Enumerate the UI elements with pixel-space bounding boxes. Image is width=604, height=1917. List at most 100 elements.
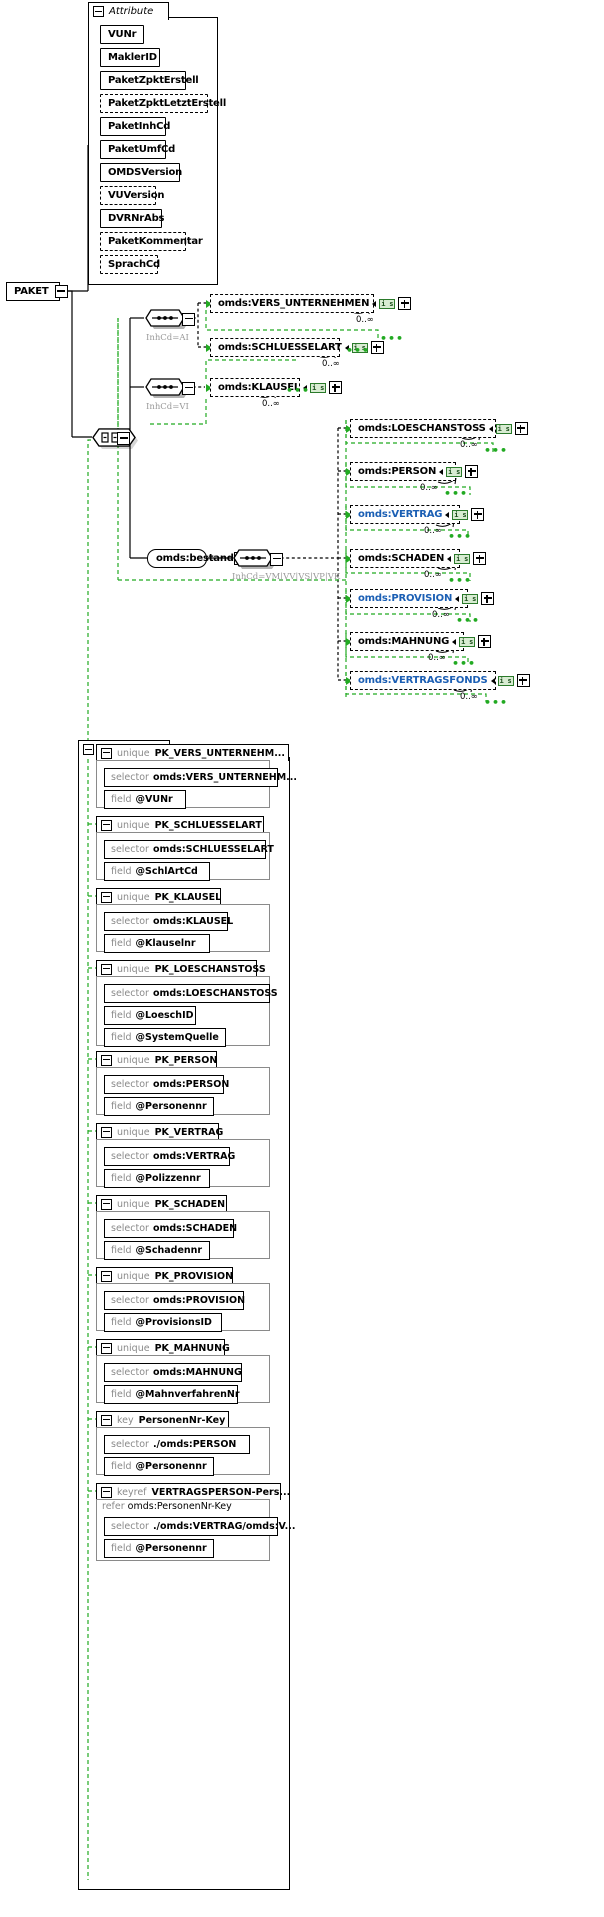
constraint-name: PK_VERS_UNTERNEHM... <box>154 747 286 759</box>
expand-icon[interactable] <box>481 592 495 605</box>
collapse-icon[interactable] <box>101 1342 112 1354</box>
expand-icon[interactable] <box>471 508 485 521</box>
occurrence-label: 0..∞ <box>424 526 442 536</box>
constraint-field[interactable]: field@MahnverfahrenNr <box>104 1385 240 1406</box>
constraint-selector[interactable]: selector./omds:VERTRAG/omds:V... <box>104 1517 296 1538</box>
element-ref-vers-unternehmen[interactable]: omds:VERS_UNTERNEHMEN i s <box>210 294 412 315</box>
constraint-field-2[interactable]: field@SystemQuelle <box>104 1028 228 1049</box>
attribute-omdsversion[interactable]: OMDSVersion <box>100 163 182 184</box>
constraint-field[interactable]: field@SchlArtCd <box>104 862 212 883</box>
constraint-kind: unique <box>117 819 150 831</box>
collapse-icon[interactable] <box>101 1126 112 1138</box>
element-ref-schluesselart[interactable]: omds:SCHLUESSELART i s <box>210 338 384 359</box>
collapse-icon[interactable] <box>54 285 68 298</box>
collapse-icon[interactable] <box>117 432 130 445</box>
attribute-label: VUVersion <box>108 190 165 201</box>
choice-compositor-main[interactable] <box>92 428 138 449</box>
constraint-field[interactable]: field@ProvisionsID <box>104 1313 224 1334</box>
attribute-paketkommentar[interactable]: PaketKommentar <box>100 232 203 253</box>
expand-icon[interactable] <box>398 297 412 310</box>
collapse-icon[interactable] <box>182 312 195 326</box>
expand-icon[interactable] <box>516 674 530 687</box>
collapse-icon[interactable] <box>101 1486 112 1498</box>
sequence-compositor-bestand[interactable] <box>232 549 283 569</box>
constraint-field[interactable]: field@Personennr <box>104 1457 216 1478</box>
more-indicator: ••• <box>286 384 311 397</box>
collapse-icon[interactable] <box>101 891 112 903</box>
collapse-icon[interactable] <box>101 747 112 759</box>
expand-icon[interactable] <box>478 635 492 648</box>
constraint-field[interactable]: field@Polizzennr <box>104 1169 212 1190</box>
collapse-icon[interactable] <box>101 963 112 975</box>
more-indicator: ••• <box>456 614 481 627</box>
element-ref-klausel[interactable]: omds:KLAUSEL i s <box>210 378 343 399</box>
expand-icon[interactable] <box>473 552 487 565</box>
attribute-sprachcd[interactable]: SprachCd <box>100 255 160 276</box>
constraint-field[interactable]: field@Schadennr <box>104 1241 212 1262</box>
collapse-icon[interactable] <box>101 1414 112 1426</box>
constraint-selector[interactable]: selector./omds:PERSON <box>104 1435 252 1456</box>
collapse-icon[interactable] <box>270 552 283 566</box>
sequence-compositor-vi[interactable] <box>144 378 195 398</box>
constraint-field[interactable]: field@Personennr <box>104 1539 216 1560</box>
expand-icon[interactable] <box>370 341 384 354</box>
expand-icon[interactable] <box>465 465 479 478</box>
attribute-maklerid[interactable]: MaklerID <box>100 48 162 69</box>
attribute-paketinhcd[interactable]: PaketInhCd <box>100 117 170 138</box>
constraint-field[interactable]: field@LoeschID <box>104 1006 198 1027</box>
collapse-icon[interactable] <box>101 819 112 831</box>
attribute-group-tab[interactable]: Attribute <box>88 2 169 20</box>
type-badge: i s <box>446 466 463 477</box>
expand-icon[interactable] <box>514 422 528 435</box>
group-ref-bestand[interactable]: omds:bestand <box>147 549 247 570</box>
constraint-selector-label: selector <box>111 1295 149 1306</box>
attribute-vunr[interactable]: VUNr <box>100 25 146 46</box>
occurrence-klausel: 0..∞ <box>262 399 280 409</box>
collapse-icon[interactable] <box>182 381 195 395</box>
attribute-label: PaketUmfCd <box>108 144 176 155</box>
expand-icon[interactable] <box>329 381 343 394</box>
attribute-dvrnrabs[interactable]: DVRNrAbs <box>100 209 164 230</box>
constraint-field[interactable]: field@VUNr <box>104 790 188 811</box>
collapse-icon[interactable] <box>93 6 104 17</box>
collapse-icon[interactable] <box>101 1270 112 1282</box>
attribute-vuversion[interactable]: VUVersion <box>100 186 165 207</box>
collapse-icon[interactable] <box>101 1054 112 1066</box>
collapse-icon[interactable] <box>101 1198 112 1210</box>
collapse-icon[interactable] <box>83 744 94 755</box>
attribute-paketumfcd[interactable]: PaketUmfCd <box>100 140 175 161</box>
constraint-field[interactable]: field@Klauselnr <box>104 934 212 955</box>
constraint-field[interactable]: field@Personennr <box>104 1097 216 1118</box>
root-element-paket[interactable]: PAKET <box>6 282 68 303</box>
attribute-paketzpkterstell[interactable]: PaketZpktErstell <box>100 71 199 92</box>
attribute-paketzpktletzterstell[interactable]: PaketZpktLetztErstell <box>100 94 226 115</box>
sequence-compositor-ai[interactable] <box>144 309 195 329</box>
